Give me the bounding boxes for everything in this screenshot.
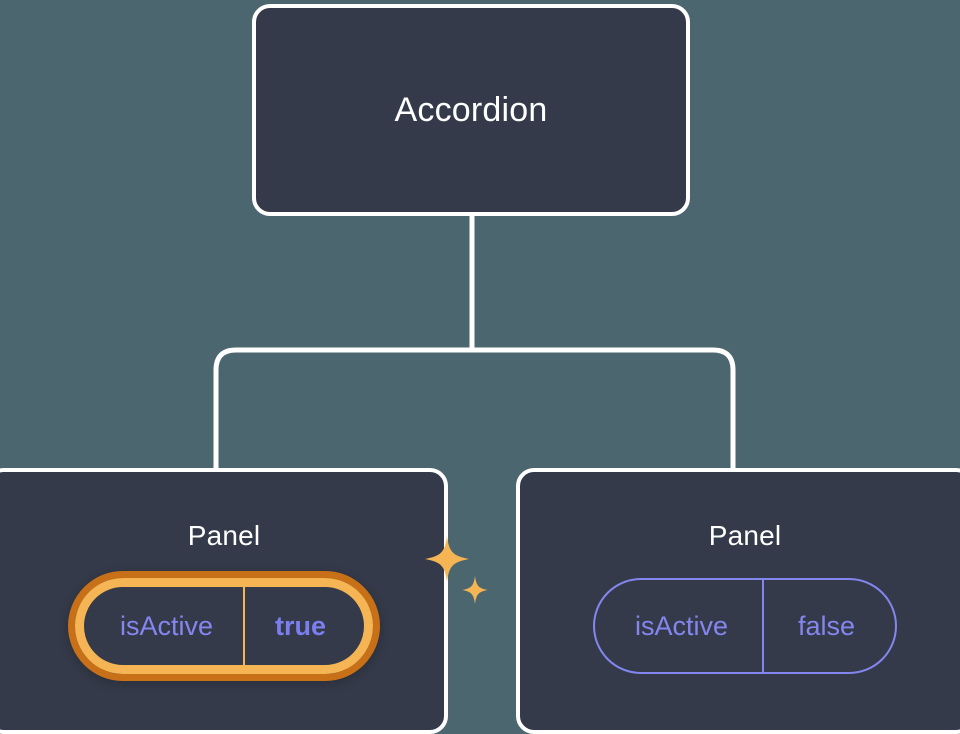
prop-pill-wrap-inactive: isActive false [520,578,960,674]
prop-pill-active[interactable]: isActive true [74,578,374,674]
tree-node-panel-inactive[interactable]: Panel isActive false [516,468,960,734]
prop-value-isactive-active: true [243,587,364,665]
prop-pill-inactive[interactable]: isActive false [592,578,898,674]
node-title-panel-active: Panel [187,520,261,551]
node-title-panel-inactive: Panel [708,520,782,551]
tree-node-panel-active[interactable]: Panel isActive true [0,468,488,734]
connector-branch-bus [213,347,736,470]
prop-pill-wrap-active: isActive true [4,536,488,674]
prop-value-isactive-inactive: false [761,580,895,672]
prop-key-isactive-active: isActive [119,610,213,641]
node-title-accordion: Accordion [394,90,548,129]
prop-key-isactive-inactive: isActive [634,610,728,641]
tree-node-accordion[interactable]: Accordion [252,4,690,216]
